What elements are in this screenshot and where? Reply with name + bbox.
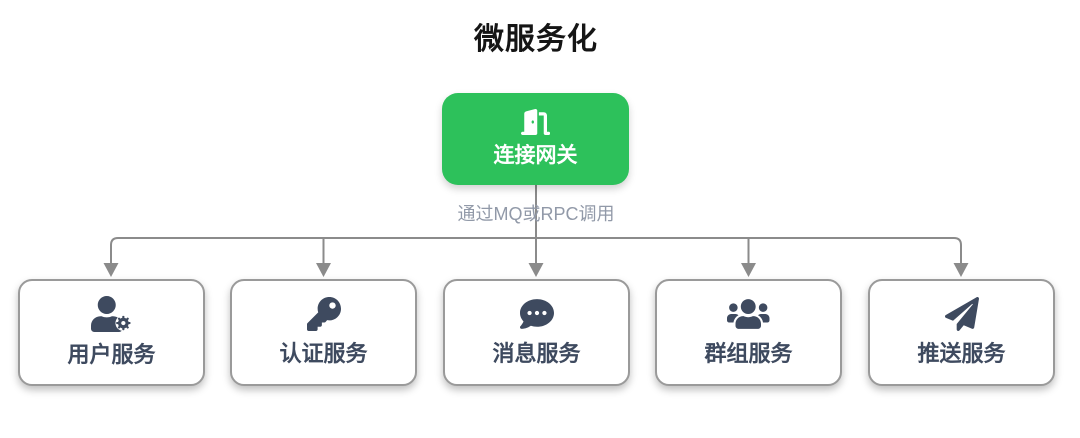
door-open-icon	[520, 109, 551, 135]
service-node-push: 推送服务	[868, 279, 1055, 386]
service-label: 认证服务	[279, 341, 368, 366]
arrowhead	[741, 263, 756, 277]
arrowhead	[103, 263, 119, 277]
service-label: 推送服务	[917, 341, 1006, 366]
service-label: 用户服务	[67, 342, 156, 367]
branch-caption: 通过MQ或RPC调用	[457, 204, 615, 224]
service-label: 消息服务	[492, 341, 581, 366]
service-node-user: 用户服务	[18, 279, 205, 386]
arrowhead	[316, 263, 331, 277]
gateway-label: 连接网关	[493, 144, 578, 167]
service-node-message: 消息服务	[443, 279, 630, 386]
key-icon	[306, 297, 341, 331]
user-gear-icon	[91, 296, 132, 332]
gateway-node: 连接网关	[442, 93, 629, 185]
comment-dots-icon	[519, 299, 554, 329]
arrowhead	[528, 263, 544, 277]
users-icon	[727, 299, 770, 329]
arrowhead	[953, 263, 969, 277]
service-label: 群组服务	[704, 341, 793, 366]
paper-plane-icon	[944, 297, 979, 331]
service-node-auth: 认证服务	[230, 279, 417, 386]
service-node-group: 群组服务	[655, 279, 842, 386]
diagram-title: 微服务化	[474, 23, 598, 56]
